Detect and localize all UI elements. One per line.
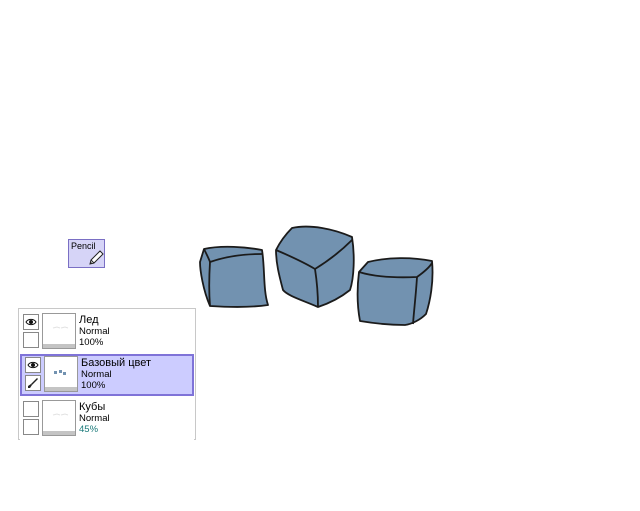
blend-mode: Normal (79, 413, 110, 424)
lock-toggle[interactable] (23, 332, 39, 348)
layer-name: Лед (79, 314, 99, 326)
lock-toggle[interactable] (23, 419, 39, 435)
layer-opacity: 45% (79, 424, 99, 435)
layer-name: Кубы (79, 401, 106, 413)
layer-row-cubes[interactable]: Кубы Normal 45% (20, 398, 194, 440)
blend-mode: Normal (81, 369, 112, 380)
layer-thumbnail (44, 356, 78, 392)
layer-thumbnail (42, 400, 76, 436)
visibility-toggle[interactable] (23, 314, 39, 330)
visibility-toggle[interactable] (25, 357, 41, 373)
eye-icon (27, 361, 39, 369)
visibility-toggle[interactable] (23, 401, 39, 417)
tool-name-label: Pencil (71, 241, 96, 251)
layer-name: Базовый цвет (81, 357, 152, 369)
eye-icon (25, 318, 37, 326)
ice-cube-middle (275, 225, 355, 308)
lock-toggle[interactable] (25, 375, 41, 391)
brush-icon (28, 378, 38, 388)
pencil-tool-popup[interactable]: Pencil (68, 239, 105, 268)
layer-panel: Лед Normal 100% Базо (18, 308, 196, 440)
ice-cube-left (199, 245, 269, 308)
layer-row-base-color[interactable]: Базовый цвет Normal 100% (20, 354, 194, 396)
layer-thumbnail (42, 313, 76, 349)
layer-opacity: 100% (79, 337, 104, 348)
blend-mode: Normal (79, 326, 110, 337)
ice-cube-right (356, 257, 434, 326)
pencil-icon (89, 250, 104, 265)
layer-row-ice[interactable]: Лед Normal 100% (20, 311, 194, 353)
layer-opacity: 100% (81, 380, 106, 391)
